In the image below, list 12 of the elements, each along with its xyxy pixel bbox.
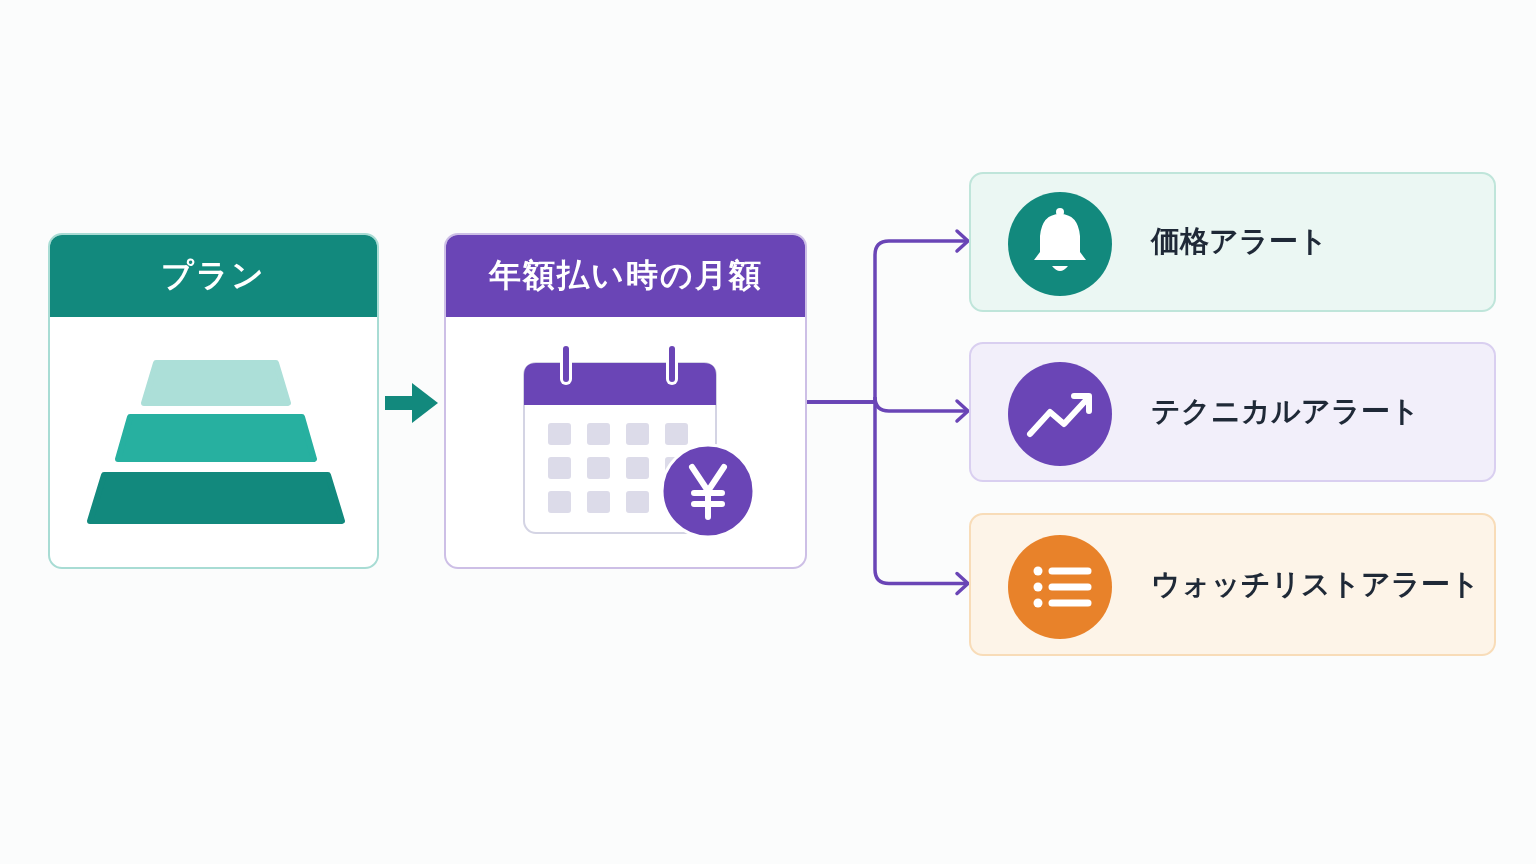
alert-card — [969, 513, 1496, 656]
alert-label: ウォッチリストアラート — [1151, 565, 1480, 603]
alert-card — [969, 342, 1496, 482]
alert-label: 価格アラート — [1151, 223, 1328, 260]
alert-card — [969, 172, 1496, 312]
card-title: 年額払い時の月額 — [446, 235, 805, 317]
arrow — [385, 383, 438, 423]
card-title: プラン — [50, 235, 377, 317]
header-card — [444, 233, 807, 569]
header-card — [48, 233, 379, 569]
arrow — [807, 400, 970, 596]
alert-label: テクニカルアラート — [1151, 393, 1420, 430]
